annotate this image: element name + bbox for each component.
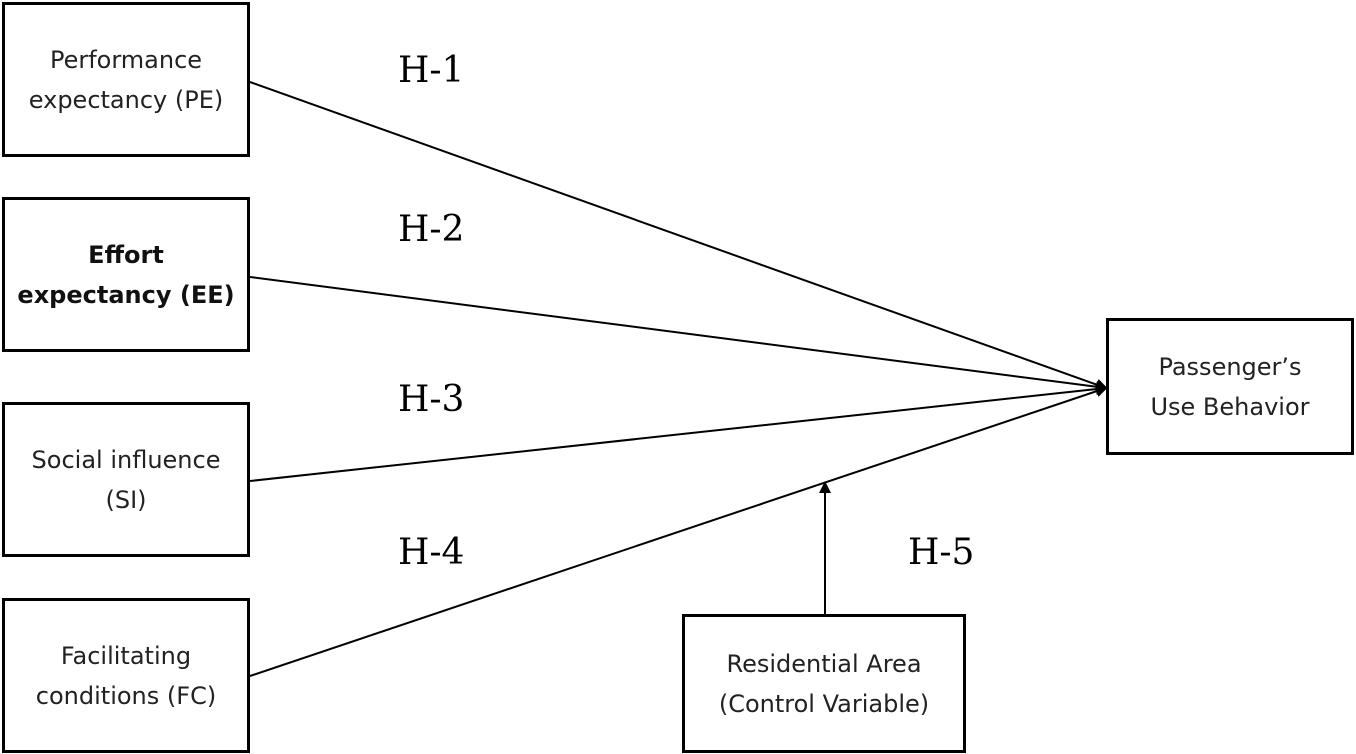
pe-label-line2: expectancy (PE) [28, 85, 224, 114]
h1-path [249, 81, 1108, 391]
hypothesis-h1-label: H-1 [398, 50, 465, 91]
effort-expectancy-box: Effort expectancy (EE) [2, 197, 250, 352]
hypothesis-h3-label: H-3 [398, 379, 465, 420]
ee-label-line2: expectancy (EE) [17, 280, 235, 309]
h3-path [249, 383, 1108, 482]
si-label-line1: Social influence [31, 445, 221, 474]
h4-path [249, 385, 1108, 677]
performance-expectancy-box: Performance expectancy (PE) [2, 2, 250, 157]
control-label-line1: Residential Area [726, 649, 922, 678]
control-label-line2: (Control Variable) [718, 689, 930, 718]
hypothesis-h4-label: H-4 [398, 532, 465, 573]
fc-label-line2: conditions (FC) [35, 681, 217, 710]
si-label-line2: (SI) [105, 485, 147, 514]
residential-area-box: Residential Area (Control Variable) [682, 614, 966, 753]
facilitating-conditions-box: Facilitating conditions (FC) [2, 598, 250, 753]
fc-label-line1: Facilitating [60, 641, 192, 670]
outcome-label-line2: Use Behavior [1150, 392, 1310, 421]
social-influence-box: Social influence (SI) [2, 402, 250, 557]
hypothesis-h5-label: H-5 [908, 532, 975, 573]
outcome-label-line1: Passenger’s [1158, 352, 1302, 381]
ee-label-line1: Effort [88, 240, 164, 269]
hypothesis-h2-label: H-2 [398, 209, 465, 250]
h2-path [249, 276, 1108, 393]
pe-label-line1: Performance [49, 45, 203, 74]
use-behavior-box: Passenger’s Use Behavior [1106, 318, 1354, 455]
